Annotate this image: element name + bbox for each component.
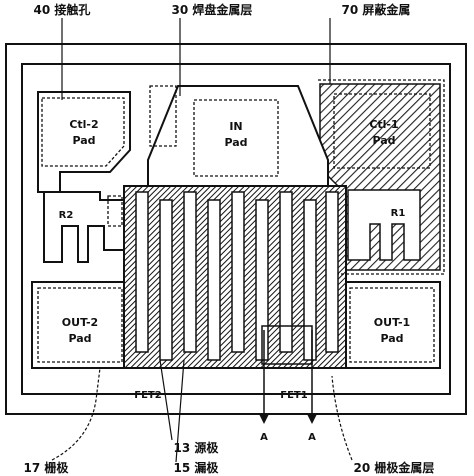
label-contact-hole: 40 接触孔 [34, 2, 91, 17]
finger [325, 191, 339, 353]
section-line-left [259, 330, 269, 424]
in-pad-label: IN [229, 120, 242, 133]
leader-drain [175, 359, 185, 463]
ctl1-pad-label: Ctl-1 [369, 118, 398, 131]
label-source: 13 源极 [174, 440, 220, 455]
shield-contact-hole [318, 79, 445, 275]
in-pad-label-2: Pad [224, 136, 247, 149]
finger [159, 199, 173, 361]
finger [183, 191, 197, 353]
finger [135, 191, 149, 353]
leader-gate [51, 367, 101, 461]
fet2-label: FET2 [134, 390, 161, 401]
fet1-label: FET1 [280, 390, 307, 401]
ctl1-pad-label-2: Pad [372, 134, 395, 147]
contact-holes [37, 79, 445, 363]
r2-label: R2 [59, 210, 74, 221]
in-contact-hole [193, 99, 279, 177]
gate-contact-hole [149, 85, 177, 147]
out1-pad-metal [343, 281, 441, 369]
ctl2-pad-label-2: Pad [72, 134, 95, 147]
finger [279, 191, 293, 353]
out2-pad-label: OUT-2 [62, 316, 98, 329]
label-drain: 15 漏极 [174, 460, 220, 475]
leader-source [159, 359, 173, 441]
label-shield-metal: 70 屏蔽金属 [342, 2, 411, 17]
out1-pad-label: OUT-1 [374, 316, 410, 329]
out2-pad-label-2: Pad [68, 332, 91, 345]
r1-label: R1 [391, 208, 406, 219]
out2-pad-metal [31, 281, 129, 369]
label-gate-metal: 20 栅极金属层 [354, 460, 435, 475]
ctl2-pad-label: Ctl-2 [69, 118, 98, 131]
ctl2-pad-metal [37, 91, 131, 193]
finger [303, 199, 317, 361]
out1-pad-label-2: Pad [380, 332, 403, 345]
ctl1-contact-hole [333, 93, 431, 169]
fet-fingers [135, 191, 339, 361]
leader-gate-metal [331, 375, 353, 461]
section-line-right [307, 330, 317, 424]
section-marker-right: A [308, 432, 316, 443]
r1-resistor-region [347, 189, 421, 261]
r2-resistor-region [43, 191, 125, 263]
r2-contact-hole [107, 195, 123, 227]
finger [231, 191, 245, 353]
leader-lines [51, 18, 353, 463]
out2-contact-hole [37, 287, 123, 363]
ctl2-contact-hole [41, 97, 125, 167]
label-pad-metal: 30 焊盘金属层 [172, 2, 253, 17]
section-marker-left: A [260, 432, 268, 443]
finger [207, 199, 221, 361]
label-gate: 17 栅极 [24, 460, 70, 475]
out1-contact-hole [349, 287, 435, 363]
